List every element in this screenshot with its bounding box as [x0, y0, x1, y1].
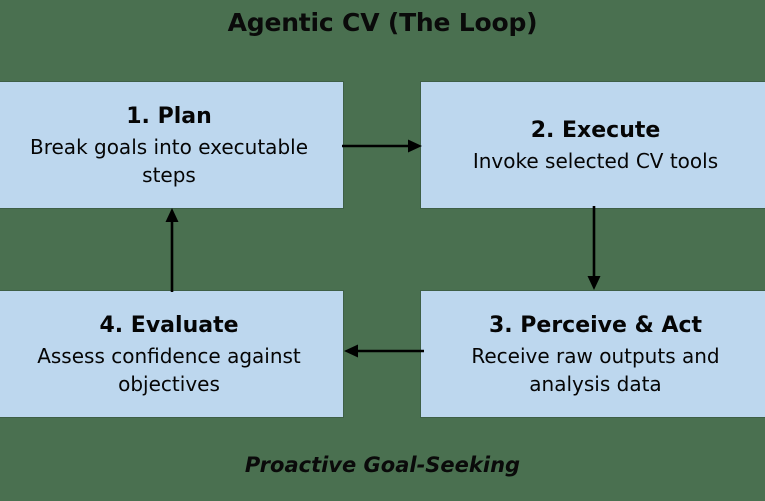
node-evaluate-description: Assess confidence against objectives — [37, 343, 301, 396]
node-evaluate[interactable]: 4. Evaluate Assess confidence against ob… — [0, 290, 344, 418]
node-plan-title: 1. Plan — [126, 103, 212, 129]
node-perceive-and-act[interactable]: 3. Perceive & Act Receive raw outputs an… — [420, 290, 765, 418]
node-execute-description: Invoke selected CV tools — [472, 148, 719, 173]
arrow-evaluate-to-plan-icon — [162, 206, 182, 292]
diagram-caption: Proactive Goal-Seeking — [244, 453, 521, 477]
node-execute[interactable]: 2. Execute Invoke selected CV tools — [420, 81, 765, 209]
node-execute-title: 2. Execute — [530, 117, 661, 143]
node-plan-description: Break goals into executable steps — [30, 134, 308, 187]
node-perceive-and-act-description: Receive raw outputs and analysis data — [471, 343, 720, 396]
node-evaluate-title: 4. Evaluate — [99, 312, 239, 338]
node-perceive-and-act-title: 3. Perceive & Act — [488, 312, 703, 338]
arrow-execute-to-perceive-icon — [584, 206, 604, 292]
arrow-plan-to-execute-icon — [342, 136, 424, 156]
node-plan[interactable]: 1. Plan Break goals into executable step… — [0, 81, 344, 209]
diagram-title: Agentic CV (The Loop) — [227, 8, 538, 37]
arrow-perceive-to-evaluate-icon — [342, 341, 424, 361]
